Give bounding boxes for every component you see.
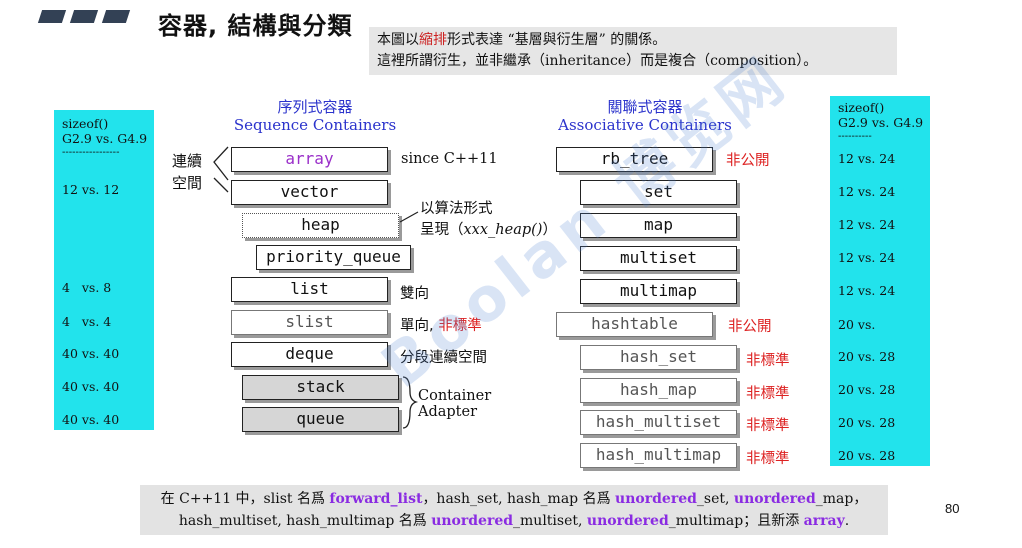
algorithm-note-1: 以算法形式	[420, 201, 493, 217]
contiguous-label-1: 連續	[172, 152, 203, 170]
container-rb-tree: rb_tree	[556, 147, 713, 172]
right-panel-header-1: sizeof()	[838, 100, 885, 115]
left-panel-row: 12 vs. 12	[62, 182, 120, 197]
container-deque: deque	[231, 342, 388, 367]
footer-line-2: hash_multiset, hash_multimap 名爲 unordere…	[178, 513, 850, 529]
right-sizeof-panel: sizeof() G2.9 vs. G4.9 ---------- 12 vs.…	[830, 96, 930, 466]
sequence-heading: 序列式容器 Sequence Containers	[230, 98, 400, 134]
container-multimap: multimap	[580, 279, 737, 304]
contiguous-bracket	[213, 146, 229, 193]
left-sizeof-panel: sizeof() G2.9 vs. G4.9 -----------------…	[54, 110, 154, 430]
segmented-note: 分段連續空間	[400, 350, 487, 366]
description-highlight: 縮排	[419, 32, 447, 48]
page-number: 80	[945, 501, 960, 516]
algorithm-note-2: 呈現（xxx_heap()）	[420, 222, 557, 238]
hash-set-nonstandard: 非標準	[746, 353, 790, 369]
container-hash-set: hash_set	[580, 345, 737, 370]
container-hash-map: hash_map	[580, 378, 737, 403]
container-set: set	[580, 180, 737, 205]
left-panel-row: 40 vs. 40	[62, 412, 120, 427]
container-adapter-note-1: Container	[418, 388, 492, 404]
container-list: list	[231, 277, 388, 302]
container-priority-queue: priority_queue	[256, 245, 411, 270]
left-panel-row: 40 vs. 40	[62, 346, 120, 361]
container-array: array	[231, 147, 388, 172]
hash-map-nonstandard: 非標準	[746, 386, 790, 402]
left-panel-separator: -----------------	[62, 147, 120, 158]
container-multiset: multiset	[580, 246, 737, 271]
right-panel-row: 12 vs. 24	[838, 184, 896, 199]
adapter-brace	[402, 376, 419, 429]
container-stack: stack	[242, 375, 399, 400]
description-line-1: 本圖以縮排形式表達 “基層與衍生層” 的關係。	[377, 32, 667, 48]
right-panel-row: 20 vs.	[838, 317, 876, 332]
associative-heading-zh: 關聯式容器	[607, 98, 683, 116]
left-panel-row: 4 vs. 4	[62, 314, 112, 329]
right-panel-row: 20 vs. 28	[838, 382, 896, 397]
container-hashtable: hashtable	[556, 312, 713, 337]
rb-tree-not-public: 非公開	[726, 153, 770, 169]
description-line-2: 這裡所謂衍生，並非繼承（inheritance）而是複合（composition…	[377, 53, 818, 69]
footer-line-1: 在 C++11 中，slist 名爲 forward_list，hash_set…	[160, 491, 868, 507]
right-panel-row: 20 vs. 28	[838, 448, 896, 463]
container-map: map	[580, 213, 737, 238]
right-panel-row: 20 vs. 28	[838, 349, 896, 364]
right-panel-row: 12 vs. 24	[838, 250, 896, 265]
left-panel-header-2: G2.9 vs. G4.9	[62, 131, 148, 146]
heap-pointer-line	[399, 211, 419, 223]
right-panel-row: 12 vs. 24	[838, 217, 896, 232]
container-queue: queue	[242, 407, 399, 432]
contiguous-label-2: 空間	[172, 174, 203, 192]
right-panel-separator: ----------	[838, 131, 872, 142]
container-hash-multiset: hash_multiset	[580, 410, 737, 435]
left-panel-row: 4 vs. 8	[62, 280, 112, 295]
right-panel-row: 12 vs. 24	[838, 151, 896, 166]
description-box: 本圖以縮排形式表達 “基層與衍生層” 的關係。 這裡所謂衍生，並非繼承（inhe…	[369, 27, 897, 75]
associative-heading: 關聯式容器 Associative Containers	[550, 98, 740, 134]
container-adapter-note-2: Adapter	[418, 404, 478, 420]
associative-heading-en: Associative Containers	[558, 116, 732, 134]
hash-multiset-nonstandard: 非標準	[746, 418, 790, 434]
left-panel-row: 40 vs. 40	[62, 379, 120, 394]
container-hash-multimap: hash_multimap	[580, 443, 737, 468]
right-panel-header-2: G2.9 vs. G4.9	[838, 115, 924, 130]
sequence-heading-en: Sequence Containers	[233, 116, 397, 134]
page-title: 容器, 結構與分類	[158, 12, 353, 40]
sequence-heading-zh: 序列式容器	[277, 98, 353, 116]
since-cpp11-note: since C++11	[401, 151, 498, 167]
bidirectional-note: 雙向	[400, 286, 429, 302]
left-panel-header-1: sizeof()	[62, 116, 109, 131]
singly-linked-note: 單向, 非標準	[400, 318, 482, 334]
footer-note: 在 C++11 中，slist 名爲 forward_list，hash_set…	[140, 485, 888, 535]
hash-multimap-nonstandard: 非標準	[746, 451, 790, 467]
container-heap: heap	[242, 213, 399, 238]
container-vector: vector	[231, 180, 388, 205]
hashtable-not-public: 非公開	[728, 319, 772, 335]
container-slist: slist	[231, 310, 388, 335]
right-panel-row: 20 vs. 28	[838, 415, 896, 430]
right-panel-row: 12 vs. 24	[838, 283, 896, 298]
